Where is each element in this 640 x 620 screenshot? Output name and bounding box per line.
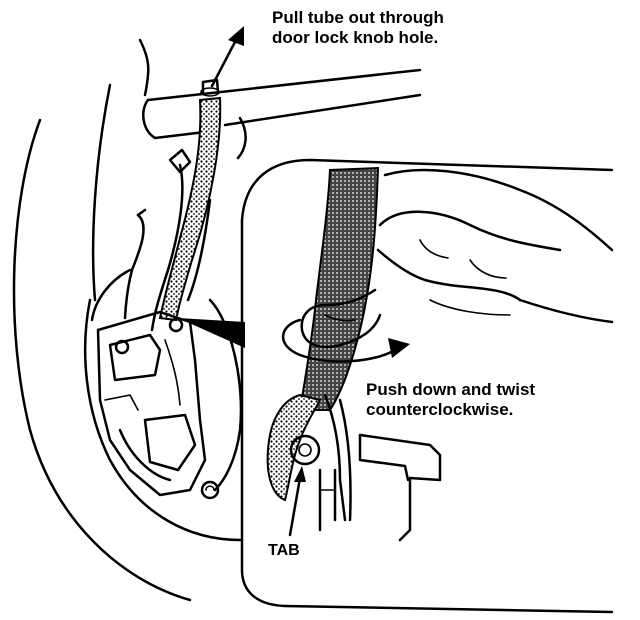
push-twist-line-2: counterclockwise. [366, 400, 514, 419]
detail-tube [298, 166, 380, 411]
tab-pointer [288, 476, 302, 537]
lock-clip [266, 393, 322, 502]
lock-bracket [358, 433, 442, 542]
door-lock-pocket [83, 298, 242, 542]
linkage-rod-2 [150, 163, 184, 332]
tab-label: TAB [268, 542, 300, 559]
twist-arrow-head [388, 338, 410, 358]
door-top-rail [146, 68, 422, 102]
pull-arrow [210, 38, 238, 88]
pull-tube-label: Pull tube out through door lock knob hol… [272, 8, 444, 48]
pull-arrow-head [228, 26, 244, 46]
push-twist-label: Push down and twist counterclockwise. [366, 380, 535, 420]
detail-callout-frame [240, 158, 614, 614]
pull-tube-line-2: door lock knob hole. [272, 28, 439, 47]
door-inner-outline [138, 38, 150, 97]
lock-tube [158, 96, 222, 322]
lock-knob [201, 78, 220, 94]
linkage-rod-1 [123, 213, 145, 320]
push-twist-line-1: Push down and twist [366, 380, 536, 399]
tab-pointer-head [294, 466, 306, 482]
door-panel-outline [12, 118, 192, 602]
twist-arrow [281, 318, 397, 363]
hand [383, 168, 614, 252]
linkage-rod-3 [186, 198, 212, 302]
pull-tube-line-1: Pull tube out through [272, 8, 444, 27]
detail-pointer [178, 318, 245, 348]
